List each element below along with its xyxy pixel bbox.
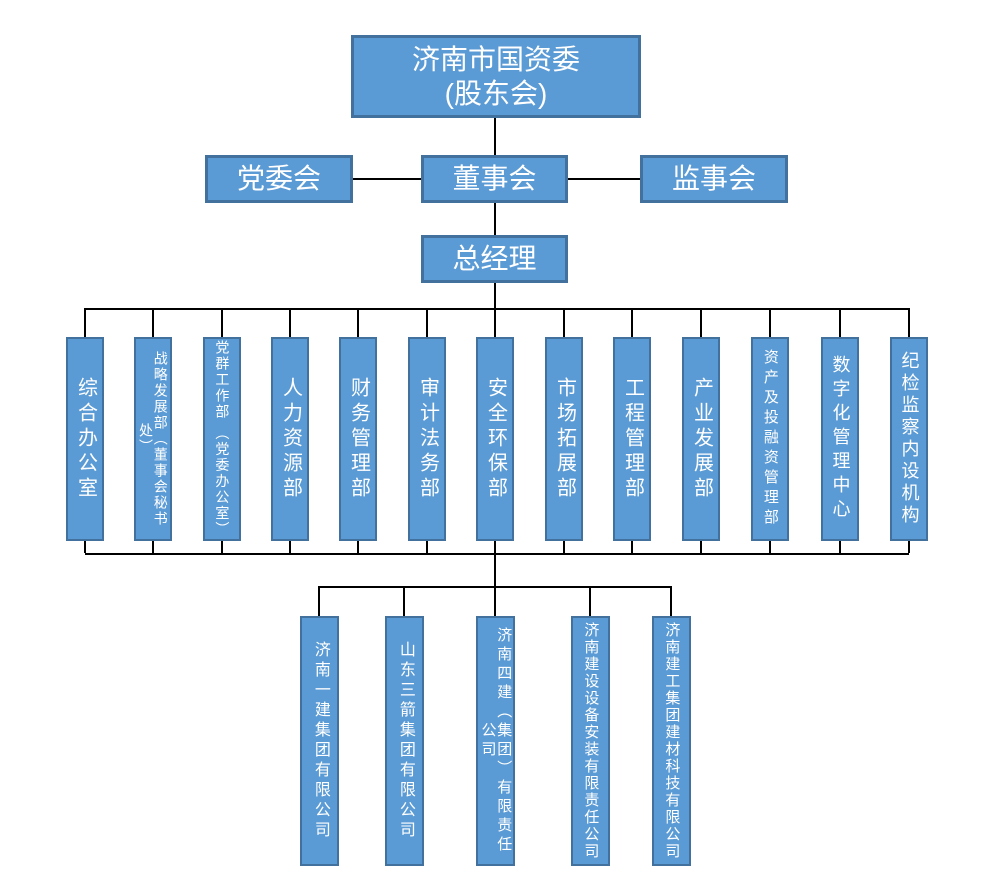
dept-party-mass-work: 党群工作部 （党委办公室）: [203, 337, 241, 541]
connector-dept-drop: [769, 308, 771, 337]
connector-dept-drop: [289, 308, 291, 337]
subsidiary-label: 济南建设设备安装有限责任公司: [582, 622, 600, 860]
dept-label: 战略发展部（董事会秘书处）: [138, 351, 169, 527]
board-of-directors-box: 董事会: [421, 155, 568, 203]
connector-board-gm: [494, 203, 496, 235]
party-committee-box: 党委会: [205, 155, 353, 203]
connector-party-board: [353, 178, 421, 180]
dept-audit-legal: 审计法务部: [408, 337, 446, 541]
subsidiary-label: 山东三箭集团有限公司: [396, 641, 414, 841]
subsidiary-jinan-building-materials-tech: 济南建工集团建材科技有限公司: [652, 616, 691, 866]
connector-dept-drop: [700, 308, 702, 337]
connector-dept-drop: [221, 308, 223, 337]
connector-dept-drop: [152, 541, 154, 553]
supervisory-board-label: 监事会: [671, 163, 756, 194]
connector-root-board: [494, 118, 496, 155]
dept-label: 党群工作部 （党委办公室）: [214, 340, 231, 538]
connector-subsidiary-bus: [319, 586, 671, 588]
connector-dept-drop: [221, 541, 223, 553]
party-committee-label: 党委会: [236, 163, 321, 194]
subsidiary-jinan-sijian-group: 济南四建（集团）有限责任公司: [476, 616, 515, 866]
dept-label: 数字化管理中心: [830, 355, 851, 523]
general-manager-label: 总经理: [452, 243, 537, 274]
dept-safety-environment: 安全环保部: [476, 337, 514, 541]
connector-dept-drop: [908, 541, 910, 553]
subsidiary-label: 济南建工集团建材科技有限公司: [663, 622, 681, 860]
connector-dept-drop: [631, 308, 633, 337]
connector-trunk-dept7-top: [494, 308, 496, 337]
subsidiary-label: 济南四建（集团）有限责任公司: [479, 627, 513, 855]
connector-dept-drop: [839, 308, 841, 337]
connector-dept-drop: [84, 308, 86, 337]
dept-label: 纪检监察内设机构: [899, 351, 920, 527]
dept-strategy-development: 战略发展部（董事会秘书处）: [134, 337, 172, 541]
connector-dept-bottom-bus: [85, 553, 909, 555]
dept-label: 人力资源部: [279, 376, 302, 502]
connector-subsidiary-drop: [670, 586, 672, 616]
connector-board-supervisory: [568, 178, 640, 180]
connector-dept-drop: [700, 541, 702, 553]
dept-label: 产业发展部: [690, 376, 713, 502]
connector-trunk-mid: [494, 553, 496, 586]
subsidiary-label: 济南一建集团有限公司: [311, 641, 329, 841]
connector-dept-top-bus: [85, 308, 909, 310]
connector-trunk-sub: [494, 586, 496, 616]
dept-label: 工程管理部: [621, 376, 644, 502]
dept-engineering-management: 工程管理部: [613, 337, 651, 541]
connector-dept-drop: [839, 541, 841, 553]
connector-dept-drop: [357, 541, 359, 553]
dept-label: 综合办公室: [74, 376, 97, 502]
connector-dept-drop: [426, 308, 428, 337]
dept-human-resources: 人力资源部: [271, 337, 309, 541]
connector-subsidiary-drop: [589, 586, 591, 616]
dept-label: 审计法务部: [416, 376, 439, 502]
connector-dept-drop: [152, 308, 154, 337]
dept-asset-investment-financing: 资产及投融资管理部: [751, 337, 789, 541]
connector-dept-drop: [84, 541, 86, 553]
dept-discipline-inspection: 纪检监察内设机构: [890, 337, 928, 541]
dept-label: 安全环保部: [484, 376, 507, 502]
connector-dept-drop: [289, 541, 291, 553]
connector-dept-drop: [769, 541, 771, 553]
dept-label: 市场拓展部: [553, 376, 576, 502]
connector-dept-drop: [563, 308, 565, 337]
connector-gm-bus: [494, 283, 496, 308]
subsidiary-jinan-equipment-installation: 济南建设设备安装有限责任公司: [571, 616, 610, 866]
subsidiary-jinan-yijian-group: 济南一建集团有限公司: [300, 616, 339, 866]
connector-trunk-dept7-bottom: [494, 541, 496, 553]
dept-general-office: 综合办公室: [66, 337, 104, 541]
subsidiary-shandong-sanjian-group: 山东三箭集团有限公司: [385, 616, 424, 866]
dept-label: 财务管理部: [347, 376, 370, 502]
root-label-line1: 济南市国资委: [411, 43, 580, 75]
dept-digital-management-center: 数字化管理中心: [821, 337, 859, 541]
general-manager-box: 总经理: [421, 235, 568, 283]
dept-label: 资产及投融资管理部: [761, 349, 779, 529]
connector-dept-drop: [631, 541, 633, 553]
connector-dept-drop: [357, 308, 359, 337]
connector-subsidiary-drop: [318, 586, 320, 616]
connector-dept-drop: [563, 541, 565, 553]
connector-dept-drop: [426, 541, 428, 553]
connector-dept-drop: [908, 308, 910, 337]
dept-finance-management: 财务管理部: [339, 337, 377, 541]
dept-market-expansion: 市场拓展部: [545, 337, 583, 541]
connector-subsidiary-drop: [403, 586, 405, 616]
board-of-directors-label: 董事会: [452, 163, 537, 194]
dept-industry-development: 产业发展部: [682, 337, 720, 541]
root-box-shareholders: 济南市国资委 (股东会): [351, 35, 641, 118]
supervisory-board-box: 监事会: [640, 155, 788, 203]
root-label-line2: (股东会): [444, 77, 548, 109]
